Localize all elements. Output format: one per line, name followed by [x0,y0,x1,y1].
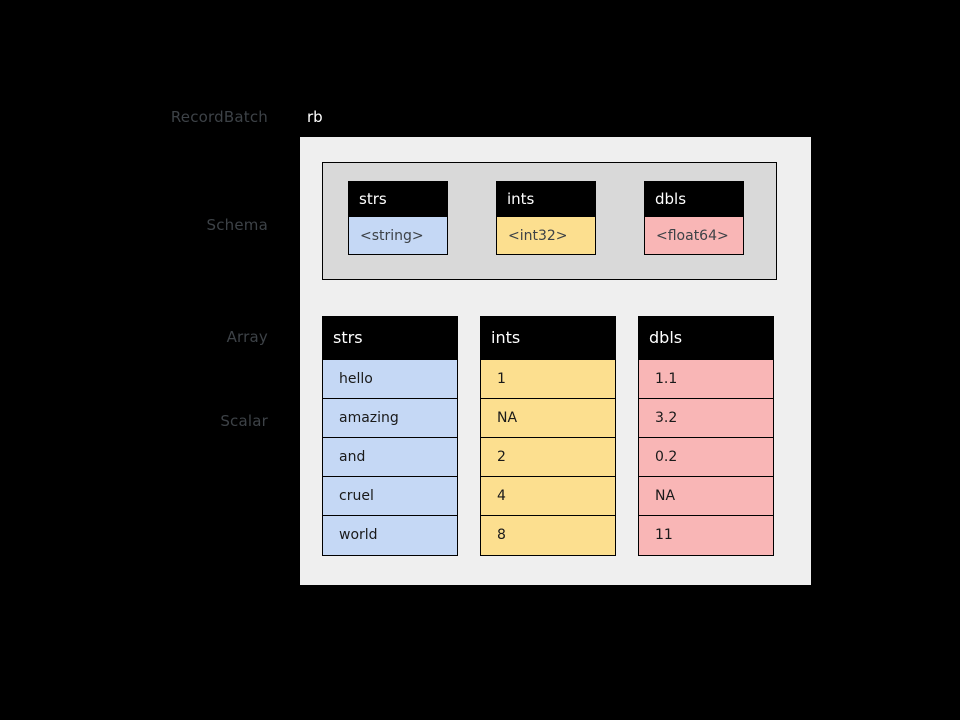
array-cell: 1 [481,360,615,399]
array-cell: amazing [323,399,457,438]
array-cell: 3.2 [639,399,773,438]
schema-field-list: strs<string> ints<int32> dbls<float64> [348,181,744,255]
arrow-shaft [272,222,314,224]
array-cell: 8 [481,516,615,555]
array-cell: 11 [639,516,773,555]
schema-field-name: dbls [644,181,744,217]
array-cell: hello [323,360,457,399]
variable-name-label: rb [307,108,323,126]
array-cell: NA [639,477,773,516]
array-column-header: ints [480,316,616,360]
schema-container: strs<string> ints<int32> dbls<float64> [322,162,777,280]
schema-field: ints<int32> [496,181,596,255]
schema-field-name: strs [348,181,448,217]
array-cell: cruel [323,477,457,516]
array-cell: and [323,438,457,477]
array-cell: world [323,516,457,555]
array-cell: 1.1 [639,360,773,399]
schema-field-type: <int32> [496,217,596,255]
array-cell: NA [481,399,615,438]
arrow-shaft [282,336,316,338]
array-column-header: dbls [638,316,774,360]
label-array: Array [226,328,268,346]
array-cell: 2 [481,438,615,477]
label-scalar: Scalar [220,412,268,430]
schema-field-type: <float64> [644,217,744,255]
array-cell: 4 [481,477,615,516]
recordbatch-container: strs<string>ints<int32>dbls<float64> str… [300,137,811,585]
array-column-header: strs [322,316,458,360]
label-schema: Schema [206,216,268,234]
schema-field: dbls<float64> [644,181,744,255]
label-recordbatch: RecordBatch [170,108,268,126]
schema-field-name: ints [496,181,596,217]
schema-field: strs<string> [348,181,448,255]
array-cell: 0.2 [639,438,773,477]
schema-field-type: <string> [348,217,448,255]
